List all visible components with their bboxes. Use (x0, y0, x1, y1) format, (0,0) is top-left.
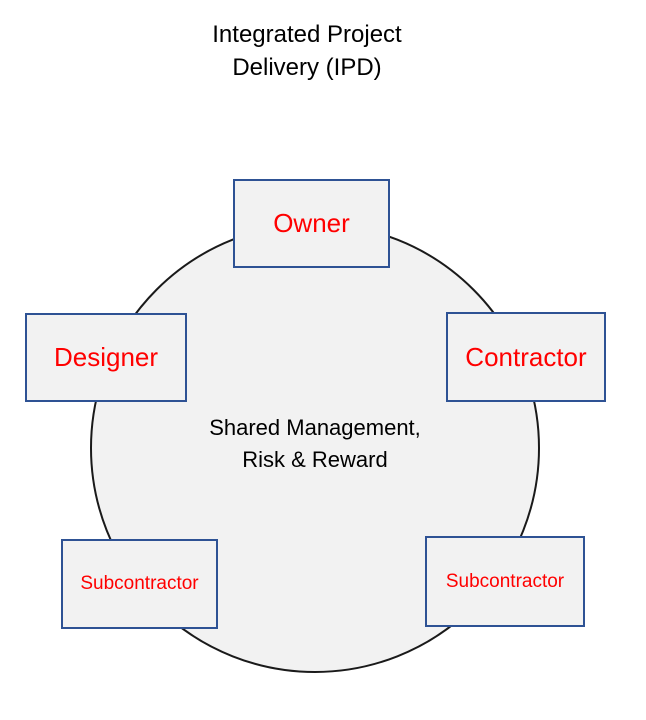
node-owner: Owner (233, 179, 390, 268)
diagram-title-line-1: Integrated Project (212, 21, 402, 48)
node-designer: Designer (25, 313, 187, 402)
shared-circle-label: Shared Management, Risk & Reward (90, 412, 540, 476)
shared-circle-label-line-1: Shared Management, (209, 415, 421, 440)
shared-circle-label-line-2: Risk & Reward (242, 447, 388, 472)
diagram-title: Integrated Project Delivery (IPD) (0, 18, 614, 84)
diagram-title-line-2: Delivery (IPD) (232, 54, 382, 81)
node-subcontractor-left-label: Subcontractor (80, 573, 199, 594)
node-subcontractor-right: Subcontractor (425, 536, 585, 627)
node-owner-label: Owner (273, 208, 350, 238)
node-subcontractor-left: Subcontractor (61, 539, 218, 629)
node-contractor: Contractor (446, 312, 606, 402)
node-designer-label: Designer (53, 342, 159, 372)
node-subcontractor-right-label: Subcontractor (445, 570, 565, 592)
node-contractor-label: Contractor (465, 341, 587, 372)
